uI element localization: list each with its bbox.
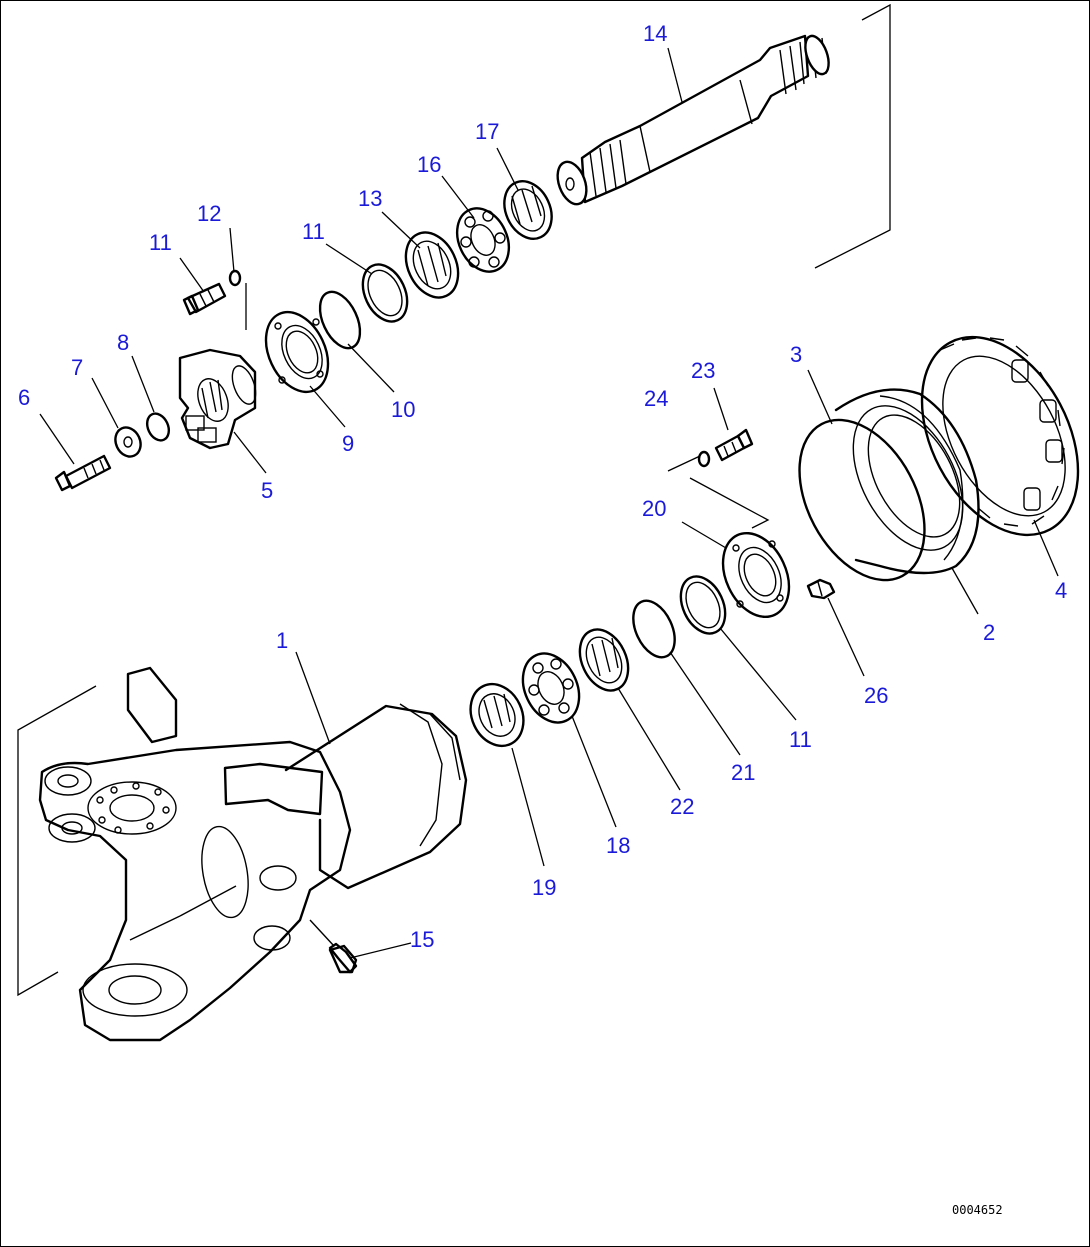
bearing-19 <box>521 652 581 724</box>
washer-7 <box>114 426 142 458</box>
bearing-cone-23 <box>578 628 630 692</box>
callout-10: 10 <box>391 397 415 422</box>
bearing-cup-14 <box>404 231 460 299</box>
ring-11-upper <box>361 263 409 323</box>
callout-2: 2 <box>983 620 995 645</box>
drawing-code: 0004652 <box>952 1203 1003 1217</box>
retainer-9 <box>264 310 330 394</box>
callout-14: 13 <box>358 186 382 211</box>
hub-ring-2 <box>834 388 980 575</box>
callout-12: 11 <box>149 230 172 255</box>
callout-24: 23 <box>691 358 715 383</box>
callout-11-upper: 11 <box>302 219 325 244</box>
callout-11-lower: 11 <box>789 727 812 752</box>
yoke-5 <box>178 348 257 450</box>
grease-fitting-15 <box>328 944 358 974</box>
callout-8: 8 <box>117 330 129 355</box>
o-ring-22 <box>632 599 676 659</box>
construction-lines <box>17 3 891 997</box>
callout-4: 4 <box>1055 578 1067 603</box>
callout-18: 17 <box>475 119 499 144</box>
o-ring-10 <box>318 290 362 350</box>
callout-labels: 14 17 16 13 11 12 11 8 7 6 10 9 5 23 24 … <box>18 21 1067 952</box>
bolt-24 <box>714 428 754 462</box>
callout-13: 12 <box>197 201 221 226</box>
axle-shaft <box>556 34 830 206</box>
callout-7: 7 <box>71 355 83 380</box>
leader-lines <box>39 47 1059 959</box>
axle-housing-1 <box>38 666 468 1042</box>
callout-15: 15 <box>410 927 434 952</box>
callout-23: 22 <box>670 794 694 819</box>
retainer-21 <box>721 531 791 619</box>
washer-25 <box>697 450 711 468</box>
callout-6: 6 <box>18 385 30 410</box>
callout-3: 3 <box>790 342 802 367</box>
bearing-18 <box>503 180 553 240</box>
bolt-6 <box>54 454 112 492</box>
callout-9: 9 <box>342 431 354 456</box>
callout-17: 16 <box>417 152 441 177</box>
callout-19: 18 <box>606 833 630 858</box>
callout-25: 24 <box>644 386 668 411</box>
callout-1: 1 <box>276 628 288 653</box>
ring-11-lower <box>679 575 727 635</box>
callout-20: 19 <box>532 875 556 900</box>
bearing-cup-20 <box>469 682 525 748</box>
roller-ring-4 <box>920 335 1080 537</box>
callout-26: 26 <box>864 683 888 708</box>
callout-16: 14 <box>643 21 667 46</box>
plug-26 <box>806 578 836 600</box>
callout-21: 20 <box>642 496 666 521</box>
seal-3 <box>798 418 926 582</box>
bearing-17 <box>455 207 511 273</box>
bolt-12 <box>182 282 227 316</box>
plate-8 <box>145 412 171 442</box>
callout-22: 21 <box>731 760 755 785</box>
callout-5: 5 <box>261 478 273 503</box>
washer-13 <box>228 269 242 287</box>
